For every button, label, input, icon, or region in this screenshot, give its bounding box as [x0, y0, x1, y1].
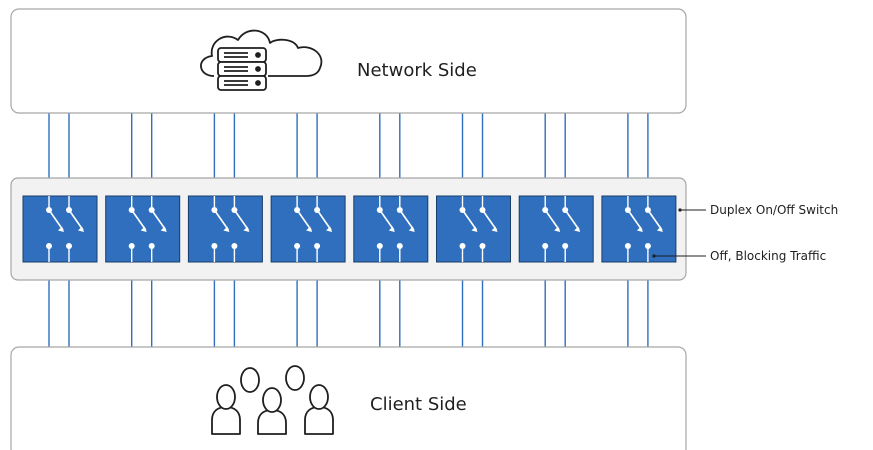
switch-contact: [542, 243, 549, 249]
duplex-switch: [187, 195, 263, 263]
client-side-label: Client Side: [370, 394, 467, 415]
switch-contact: [624, 243, 631, 249]
switch-blade: [316, 209, 332, 231]
switch-contact: [644, 243, 651, 249]
switch-blade: [233, 209, 250, 231]
network-side-label: Network Side: [357, 60, 477, 81]
switch-contact: [562, 243, 569, 249]
switch-contact: [376, 243, 383, 249]
switch-arrow: [574, 226, 581, 232]
switch-arrow: [636, 226, 643, 232]
switch-blade: [627, 209, 643, 231]
switch-contact: [231, 243, 238, 249]
switch-arrow: [306, 226, 313, 232]
switch-arrow: [471, 226, 478, 232]
switch-arrow: [160, 226, 167, 232]
duplex-switch: [436, 195, 511, 263]
switch-arrow: [58, 226, 64, 232]
switch-arrow: [243, 226, 250, 232]
duplex-switch-callout: Duplex On/Off Switch: [678, 203, 838, 217]
duplex-switch: [270, 195, 346, 263]
blocking-callout-label: Off, Blocking Traffic: [710, 249, 826, 263]
switch-contact: [479, 243, 486, 249]
cloud-server-icon: [200, 29, 323, 91]
switch-blade: [131, 209, 147, 231]
duplex-switch: [105, 195, 181, 263]
switch-blade: [544, 209, 560, 231]
switch-blade: [481, 209, 498, 231]
switch-blade: [48, 209, 64, 231]
switch-contact: [148, 243, 155, 249]
switch-contact: [211, 243, 218, 249]
switch-blade: [379, 209, 395, 231]
switch-arrow: [554, 226, 561, 232]
client-side-box: Client Side: [10, 346, 687, 450]
switch-contact: [314, 243, 321, 249]
switch-blade: [68, 209, 84, 231]
switch-arrow: [388, 226, 395, 232]
switch-contact: [396, 243, 403, 249]
network-side-box: Network Side: [10, 8, 687, 114]
switch-panel: [10, 177, 687, 281]
switch-arrow: [78, 226, 84, 232]
switch-contact: [46, 243, 52, 249]
switch-arrow: [656, 226, 663, 232]
duplex-switch: [601, 195, 677, 263]
switch-arrow: [223, 226, 230, 232]
duplex-switch: [353, 195, 429, 263]
switch-contact: [128, 243, 135, 249]
switch-contact: [294, 243, 301, 249]
switch-arrow: [326, 226, 333, 232]
switch-blade: [213, 209, 230, 231]
switch-blade: [151, 209, 167, 231]
duplex-switch-callout-label: Duplex On/Off Switch: [710, 203, 838, 217]
switch-contact: [459, 243, 466, 249]
switch-blade: [399, 209, 415, 231]
users-icon: [211, 365, 334, 435]
duplex-switch: [22, 195, 98, 263]
switch-blade: [564, 209, 580, 231]
duplex-switch: [518, 195, 594, 263]
switch-arrow: [140, 226, 147, 232]
switch-arrow: [491, 226, 498, 232]
switch-block: [270, 195, 346, 263]
switch-blade: [647, 209, 663, 231]
blocking-callout: Off, Blocking Traffic: [652, 249, 826, 263]
switch-contact: [66, 243, 72, 249]
switch-blade: [461, 209, 478, 231]
switch-row: [22, 195, 677, 263]
switch-blade: [296, 209, 312, 231]
switch-arrow: [408, 226, 415, 232]
